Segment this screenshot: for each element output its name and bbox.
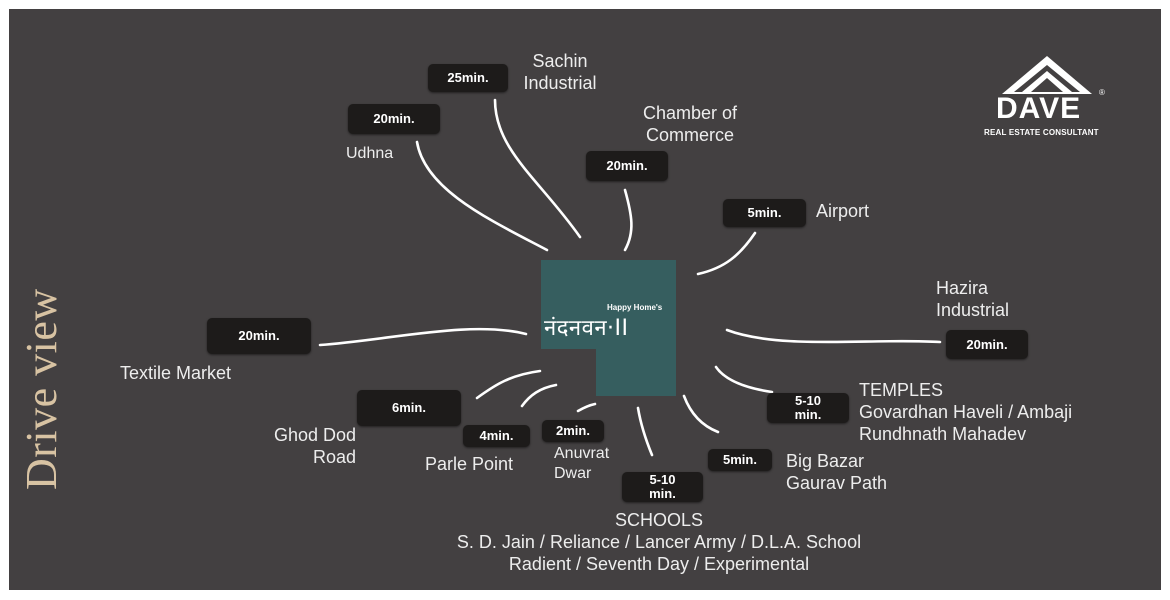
route-schools	[636, 406, 654, 457]
label-line: Sachin	[532, 51, 588, 71]
label-line: Industrial	[523, 73, 597, 93]
time-badge-ghod-dod: 6min.	[357, 390, 461, 426]
label-line: Industrial	[936, 300, 1010, 320]
label-line: Anuvrat	[554, 445, 610, 462]
label-line: S. D. Jain / Reliance / Lancer Army / D.…	[456, 532, 862, 552]
label-temples: TEMPLES Govardhan Haveli / Ambaji Rundhn…	[859, 379, 1072, 445]
label-udhna: Udhna	[346, 145, 394, 162]
label-line: Ghod Dod	[273, 425, 356, 445]
time-line: 5-10	[794, 393, 821, 409]
project-name: नंदनवन·II	[544, 316, 629, 341]
route-sachin	[493, 98, 582, 239]
logo-name: DAVE	[996, 92, 1082, 125]
label-line: TEMPLES	[859, 380, 944, 400]
route-chamber	[623, 188, 633, 252]
label-airport: Airport	[816, 201, 870, 221]
label-line: Commerce	[645, 125, 734, 145]
route-airport	[696, 231, 757, 276]
label-big-bazar: Big Bazar Gaurav Path	[786, 450, 887, 494]
label-line: Big Bazar	[786, 451, 865, 471]
label-line: Gaurav Path	[786, 473, 888, 493]
route-udhna	[415, 140, 549, 252]
route-parle	[520, 383, 558, 408]
label-line: SCHOOLS	[614, 510, 704, 530]
time-badge-hazira: 20min.	[946, 330, 1028, 359]
label-line: Hazira	[936, 278, 989, 298]
time-line: min.	[794, 407, 822, 422]
label-schools: SCHOOLS S. D. Jain / Reliance / Lancer A…	[395, 509, 923, 575]
time-badge-sachin: 25min.	[428, 64, 508, 92]
label-line: Dwar	[554, 465, 592, 482]
label-ghod-dod: Ghod Dod Road	[226, 424, 356, 468]
project-tagline: Happy Home's	[607, 303, 663, 312]
time-badge-anuvrat: 2min.	[542, 420, 604, 442]
label-line: Rundhnath Mahadev	[859, 424, 1027, 444]
route-temples	[714, 365, 774, 394]
registered-mark: ®	[1099, 88, 1105, 97]
time-badge-airport: 5min.	[723, 199, 806, 227]
label-line: Chamber of	[642, 103, 738, 123]
time-line: min.	[649, 486, 676, 501]
label-line: Road	[312, 447, 356, 467]
time-badge-chamber: 20min.	[586, 151, 668, 181]
label-chamber: Chamber of Commerce	[626, 102, 754, 146]
time-line: 5-10	[649, 472, 676, 488]
label-anuvrat: Anuvrat Dwar	[554, 444, 609, 484]
route-ghod	[475, 369, 542, 400]
route-bigbazar	[682, 394, 720, 434]
house-roof-icon	[1002, 56, 1092, 94]
label-line: Govardhan Haveli / Ambaji	[859, 402, 1073, 422]
route-anuvrat	[576, 402, 597, 413]
project-site-block	[541, 260, 676, 396]
time-badge-parle: 4min.	[463, 425, 530, 447]
label-sachin: Sachin Industrial	[516, 50, 604, 94]
route-hazira	[725, 328, 942, 344]
label-parle: Parle Point	[425, 454, 514, 474]
label-hazira: Hazira Industrial	[936, 277, 1009, 321]
time-badge-big-bazar: 5min.	[708, 449, 772, 471]
route-textile	[318, 327, 528, 347]
label-textile: Textile Market	[120, 363, 232, 383]
time-badge-udhna: 20min.	[348, 104, 440, 134]
time-badge-textile: 20min.	[207, 318, 311, 354]
logo-subtitle: REAL ESTATE CONSULTANT	[984, 128, 1099, 137]
label-line: Radient / Seventh Day / Experimental	[508, 554, 810, 574]
